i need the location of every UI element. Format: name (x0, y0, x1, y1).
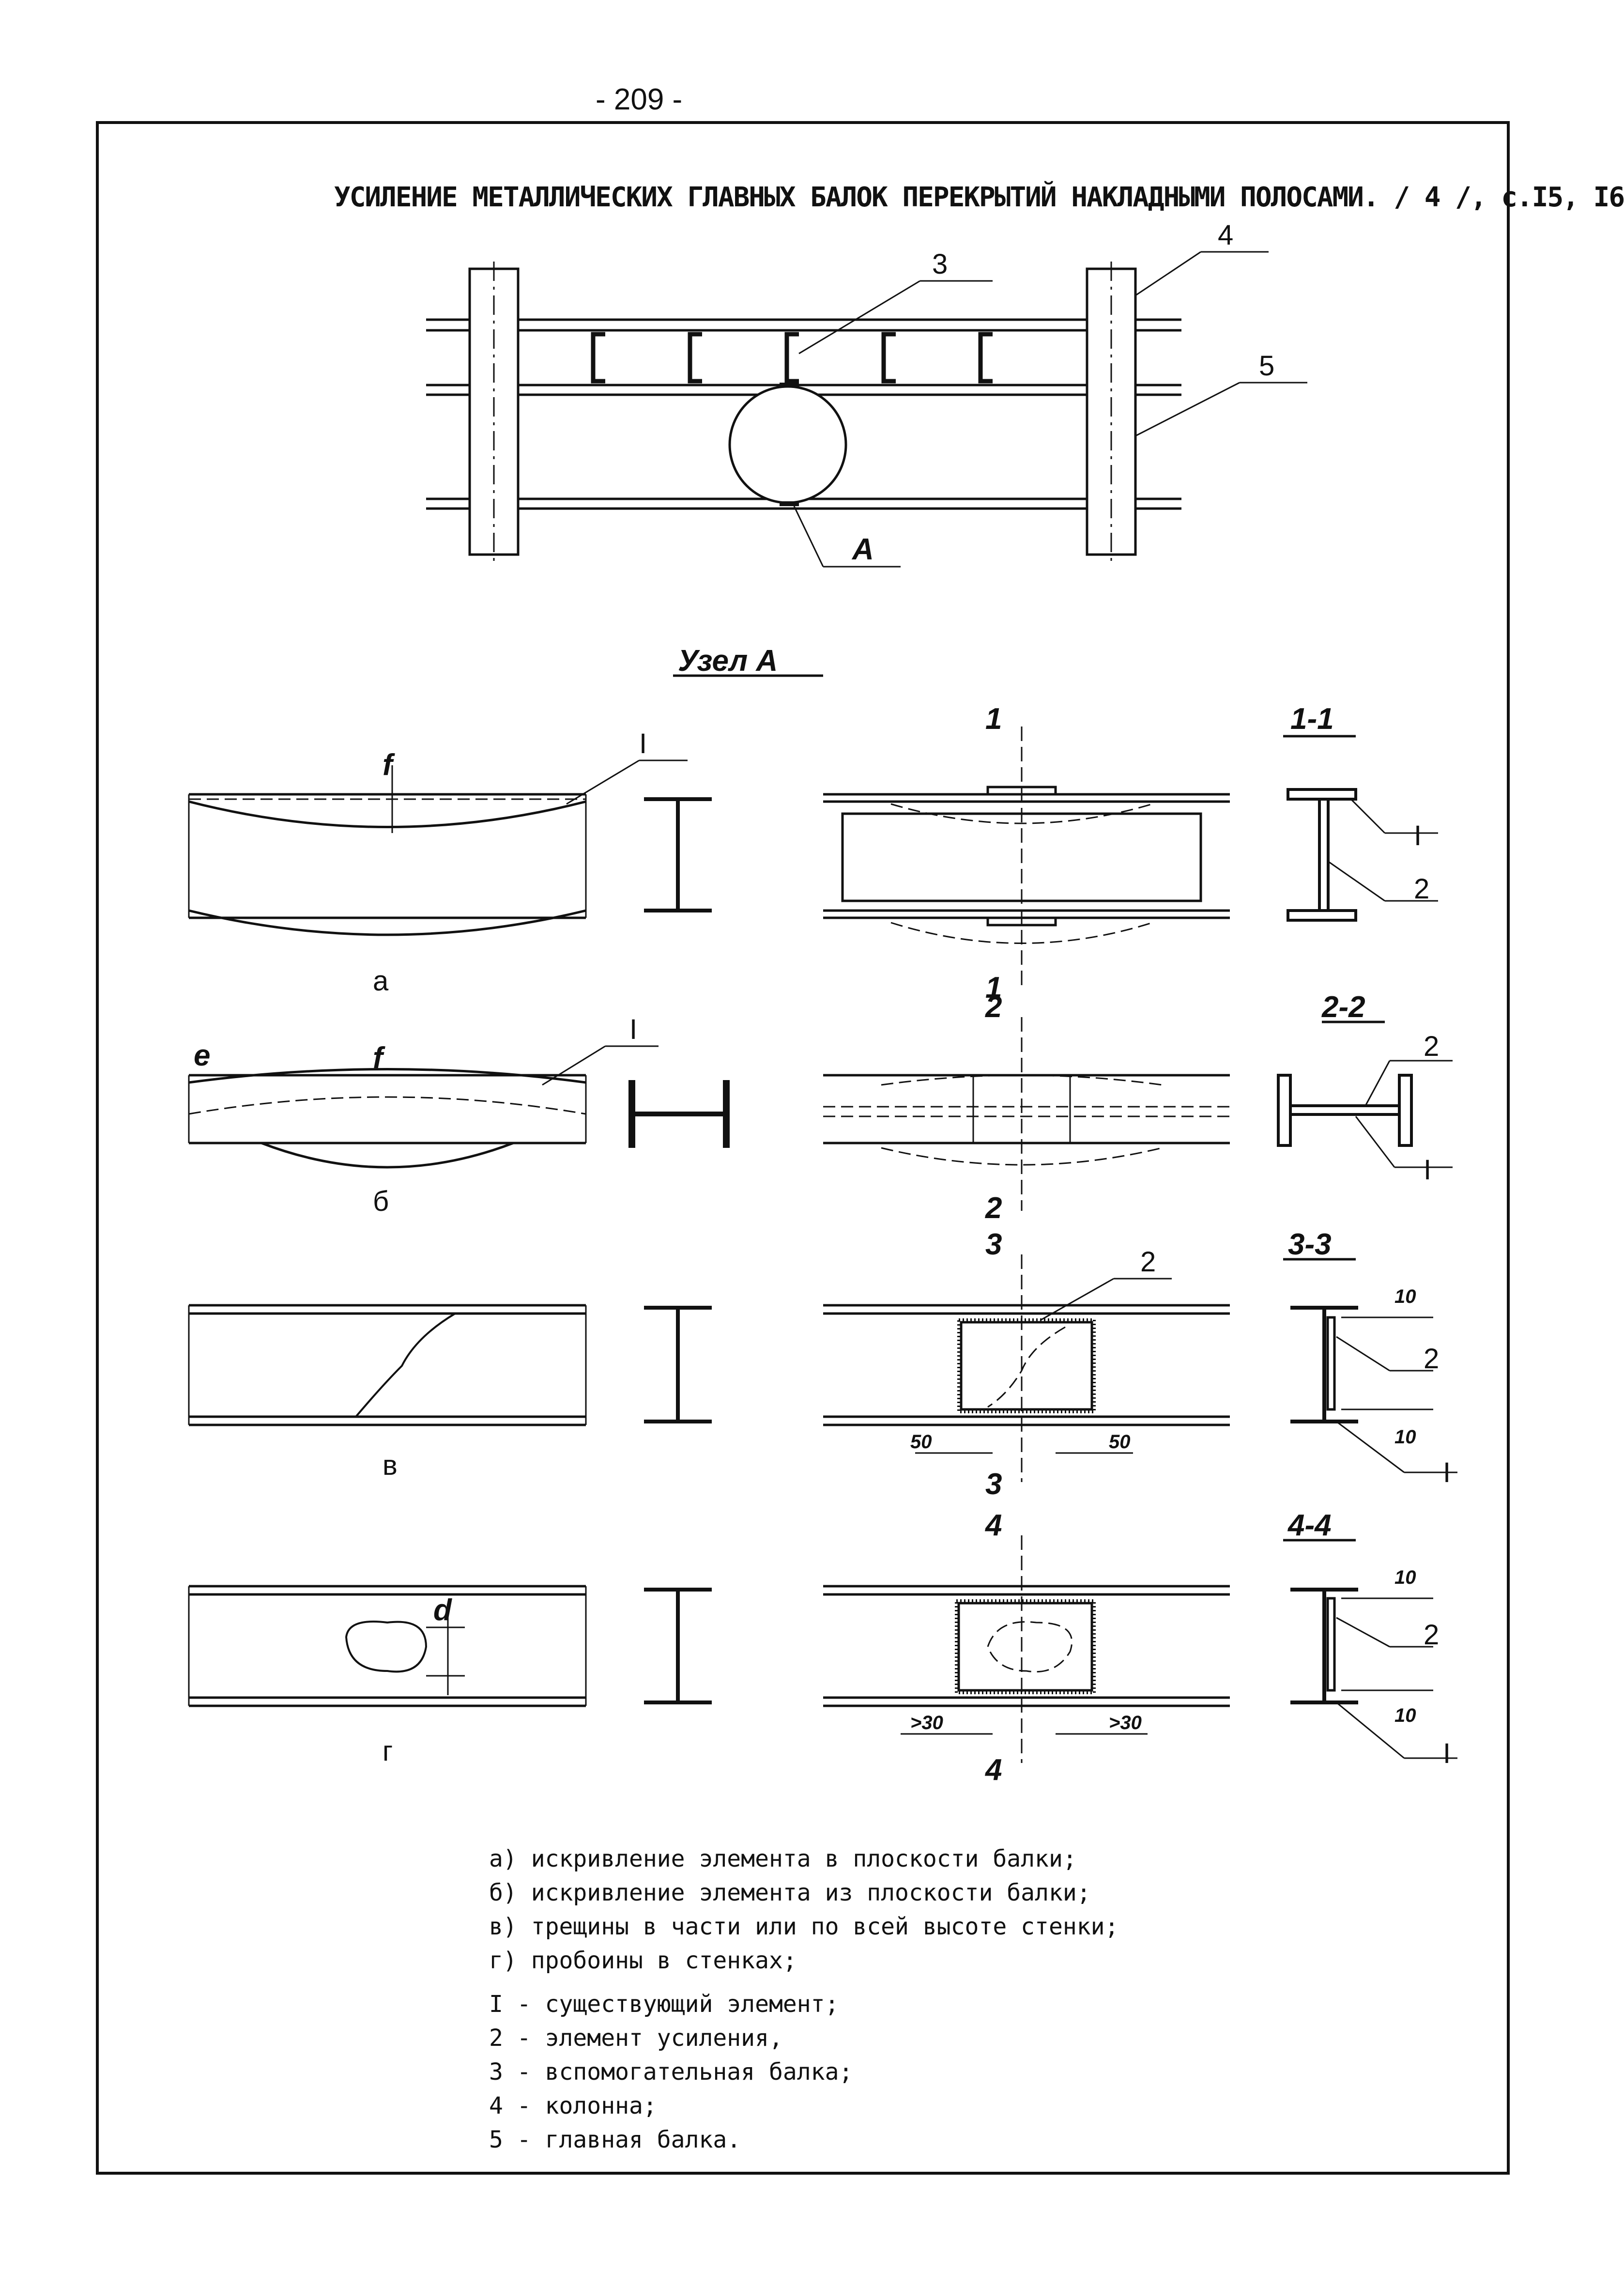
section-3-part-1: I (1443, 1457, 1451, 1488)
legend-part-2: 2 - элемент усиления, (489, 2025, 783, 2052)
section-4-part-2: 2 (1424, 1619, 1439, 1651)
legend-case-d: г) пробоины в стенках; (489, 1947, 797, 1974)
row-c-part-2: 2 (1140, 1246, 1156, 1278)
dim-top-10: 10 (1394, 1286, 1416, 1307)
section-title-1-1: 1-1 (1290, 702, 1334, 736)
existing-label: I (639, 728, 647, 759)
dim-bottom-10-4: 10 (1394, 1705, 1416, 1726)
dim-left-50: 50 (910, 1431, 932, 1453)
dim-bottom-10: 10 (1394, 1426, 1416, 1448)
cut-mark-2-bottom: 2 (985, 1191, 1002, 1225)
legend-part-3: 3 - вспомогательная балка; (489, 2058, 853, 2086)
row-b-reinforced-beam (823, 1017, 1230, 1211)
row-c-cracked-beam (188, 1304, 587, 1426)
row-a-section-1-1 (1287, 788, 1438, 922)
cut-mark-1-top: 1 (985, 702, 1002, 736)
cut-mark-4-top: 4 (984, 1509, 1002, 1542)
row-b-section-2-2 (1277, 1060, 1453, 1168)
row-letter-d: г (383, 1735, 393, 1767)
row-d-section-4-4 (1290, 1588, 1457, 1759)
section-2-part-2: 2 (1424, 1031, 1439, 1062)
row-letter-a: а (373, 965, 389, 997)
row-c-reinforced-beam (823, 1254, 1230, 1482)
legend-part-4: 4 - колонна; (489, 2092, 657, 2119)
legend-case-c: в) трещины в части или по всей высоте ст… (489, 1913, 1119, 1940)
section-title-3-3: 3-3 (1288, 1228, 1332, 1261)
existing-label-2: I (629, 1014, 637, 1045)
row-a-deformed-beam (188, 759, 688, 936)
dim-top-10-4: 10 (1394, 1567, 1416, 1588)
cut-mark-3-top: 3 (985, 1228, 1002, 1261)
legend-part-1: I - существующий элемент; (489, 1991, 839, 2018)
section-4-part-1: I (1443, 1738, 1451, 1769)
row-letter-c: в (383, 1450, 398, 1481)
cut-mark-4-bottom: 4 (984, 1753, 1002, 1787)
legend-case-a: а) искривление элемента в плоскости балк… (489, 1845, 1077, 1872)
row-letter-b: б (373, 1186, 389, 1217)
offset-symbol-e: e (194, 1039, 210, 1072)
cut-mark-3-bottom: 3 (985, 1468, 1002, 1501)
top-plan-view (426, 251, 1307, 568)
page-number: - 209 - (596, 83, 683, 116)
row-b-deformed-beam (188, 1045, 659, 1169)
node-title: Узел А (678, 644, 778, 678)
section-1-part-2: 2 (1414, 873, 1429, 905)
legend-case-b: б) искривление элемента из плоскости бал… (489, 1879, 1091, 1906)
legend-part-5: 5 - главная балка. (489, 2126, 741, 2153)
section-3-part-2: 2 (1424, 1343, 1439, 1375)
section-title-2-2: 2-2 (1321, 990, 1365, 1024)
row-c-section-3-3 (1290, 1306, 1457, 1473)
callout-3: 3 (932, 248, 948, 280)
section-title-4-4: 4-4 (1287, 1509, 1332, 1542)
row-c-i-section (644, 1306, 712, 1423)
dim-right-50: 50 (1109, 1431, 1131, 1453)
cut-mark-1-bottom: 1 (985, 971, 1002, 1005)
row-b-h-section (628, 1080, 730, 1148)
row-a-reinforced-beam (823, 727, 1230, 988)
dim-left-30: >30 (910, 1712, 943, 1733)
callout-4: 4 (1218, 219, 1233, 251)
node-ref-a: A (851, 533, 874, 566)
deflection-symbol-f: f (383, 748, 395, 782)
section-2-part-1: I (1424, 1154, 1431, 1186)
section-1-part-1: I (1414, 820, 1422, 851)
sheet-title: УСИЛЕНИЕ МЕТАЛЛИЧЕСКИХ ГЛАВНЫХ БАЛОК ПЕР… (334, 182, 1624, 213)
dim-right-30: >30 (1109, 1712, 1142, 1733)
row-a-i-section (644, 797, 712, 912)
cut-mark-2-top: 2 (985, 990, 1002, 1024)
row-d-i-section (644, 1588, 712, 1704)
drawing-frame (96, 121, 1510, 2175)
row-d-holed-beam (188, 1585, 587, 1707)
callout-5: 5 (1259, 350, 1274, 382)
hole-symbol-d: d (433, 1593, 452, 1627)
row-d-reinforced-beam (823, 1535, 1230, 1763)
